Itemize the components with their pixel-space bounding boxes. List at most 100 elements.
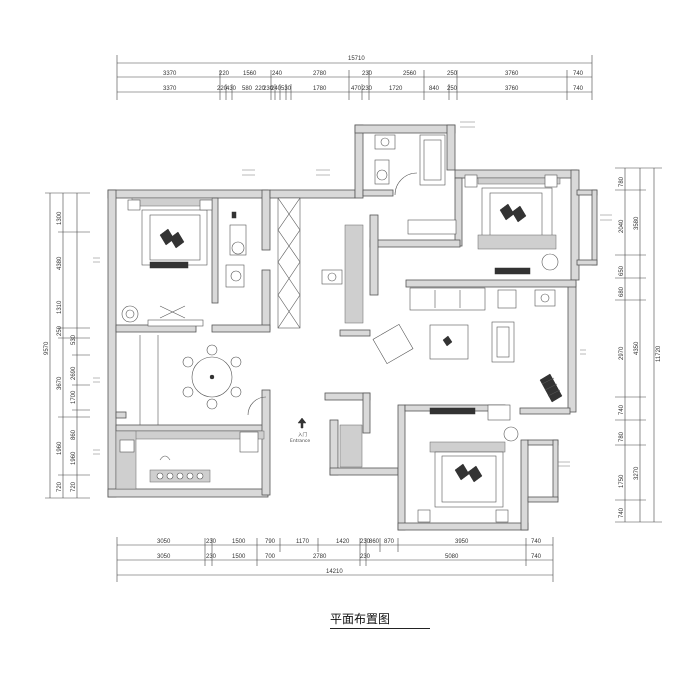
dim-b1-7: 860 [369,539,380,545]
dim-b2-5: 230 [360,554,371,560]
dim-r1-3: 4350 [634,341,640,355]
bedroom-2 [407,174,561,309]
dim-r1-4: 740 [619,404,625,415]
bathroom-top [374,134,446,196]
dim-r1-6: 740 [619,507,625,518]
dim-b1-9: 3950 [455,539,469,545]
right-dimension-lines [615,167,662,523]
bottom-dimension-lines [116,537,554,582]
dim-t2-6: 240 [271,86,282,92]
dim-l2-7: 720 [71,481,77,492]
dim-l2-4: 860 [71,429,77,440]
dim-l1-1: 4380 [57,256,63,270]
dim-b2-4: 2780 [313,554,327,560]
dim-t2-0: 3370 [163,86,177,92]
dim-b1-0: 3050 [157,539,171,545]
dim-r1-1: 3580 [634,216,640,230]
dim-b1-8: 870 [384,539,395,545]
dim-l1-4: 3670 [57,376,63,390]
dim-b1-10: 740 [531,539,542,545]
entrance-arrow-icon [297,417,307,429]
dim-t2-12: 840 [429,86,440,92]
top-row1-dimensions: 3370 220 1560 240 2780 230 2560 250 3760… [163,71,584,77]
bedroom-3 [339,424,519,523]
bottom-total-dimension: 14210 [326,569,343,575]
dim-r1-0: 780 [619,176,625,187]
dim-t2-3: 580 [242,86,253,92]
dim-t1-9: 740 [573,71,584,77]
dim-b2-2: 1500 [232,554,246,560]
dim-b1-2: 1500 [232,539,246,545]
dim-r2-5: 780 [619,431,625,442]
dim-t1-8: 3760 [505,71,519,77]
right-dimension-texts: 11720 780 3580 680 4350 740 3270 740 204… [619,176,662,518]
drawing-title: 平面布置图 [330,612,391,626]
dim-r1-5: 3270 [634,466,640,480]
dim-t1-0: 3370 [163,71,177,77]
dim-t2-2: 430 [226,86,237,92]
dim-t2-4: 220 [255,86,266,92]
dim-r1-2: 680 [619,286,625,297]
dim-b1-3: 790 [265,539,276,545]
dim-b1-5: 1420 [336,539,350,545]
top-dimension-lines [116,55,593,100]
dim-l2-0: 530 [71,334,77,345]
dim-r2-0: 2040 [619,219,625,233]
dim-t2-8: 1780 [313,86,327,92]
dim-t2-1: 220 [217,86,228,92]
dim-t2-13: 250 [447,86,458,92]
dim-r2-3: 2970 [619,346,625,360]
dim-t1-7: 250 [447,71,458,77]
bottom-row2-dimensions: 3050 230 1500 700 2780 230 5080 740 [157,554,542,560]
annotation-marks [93,121,612,467]
dim-l1-2: 1310 [57,300,63,314]
storage-cabinet [277,197,364,329]
dim-b1-6: 230 [360,539,371,545]
living-room [321,269,563,421]
dim-b1-1: 230 [206,539,217,545]
dim-t1-4: 2780 [313,71,327,77]
dim-b2-3: 700 [265,554,276,560]
title-underline [330,628,430,629]
dim-t1-5: 230 [362,71,373,77]
entrance-label-cn: 入门 [298,431,307,438]
bedroom-1 [121,197,247,327]
dim-r2-6: 1750 [619,474,625,488]
left-dimension-lines [45,192,90,499]
dim-t1-2: 1560 [243,71,257,77]
bottom-row1-dimensions: 3050 230 1500 790 1170 1420 230 860 870 … [157,539,542,545]
dim-t2-15: 740 [573,86,584,92]
dim-l2-3: 1700 [71,390,77,404]
top-total-dimension: 15710 [348,56,365,62]
kitchen [115,430,265,490]
left-dimension-texts: 9570 1300 4380 1310 250 3670 1960 720 53… [44,211,77,492]
dim-l1-0: 1300 [57,211,63,225]
entrance-area: 入门 Entrance [290,417,310,444]
left-total-dimension: 9570 [44,341,50,355]
dim-l2-2: 2690 [71,366,77,380]
dim-t2-10: 230 [362,86,373,92]
dim-l1-5: 1960 [57,441,63,455]
walls [107,124,598,531]
dim-b2-0: 3050 [157,554,171,560]
dim-l1-3: 250 [57,325,63,336]
dim-t2-7: 530 [281,86,292,92]
right-total-dimension: 11720 [656,345,662,362]
dim-t1-3: 240 [272,71,283,77]
dim-t2-5: 230 [263,86,274,92]
dim-t2-14: 3760 [505,86,519,92]
dim-b2-6: 5080 [445,554,459,560]
dim-b2-7: 740 [531,554,542,560]
dining-area [139,335,267,425]
dim-l1-6: 720 [57,481,63,492]
top-row2-dimensions: 3370 220 430 580 220 230 240 530 1780 47… [163,86,584,92]
dim-r2-2: 650 [619,265,625,276]
dim-t2-9: 470 [351,86,362,92]
entrance-label-en: Entrance [290,438,310,444]
dim-l2-6: 1960 [71,451,77,465]
dim-b1-4: 1170 [296,539,310,545]
dim-t2-11: 1720 [389,86,403,92]
dim-t1-1: 220 [219,71,230,77]
dim-b2-1: 230 [206,554,217,560]
